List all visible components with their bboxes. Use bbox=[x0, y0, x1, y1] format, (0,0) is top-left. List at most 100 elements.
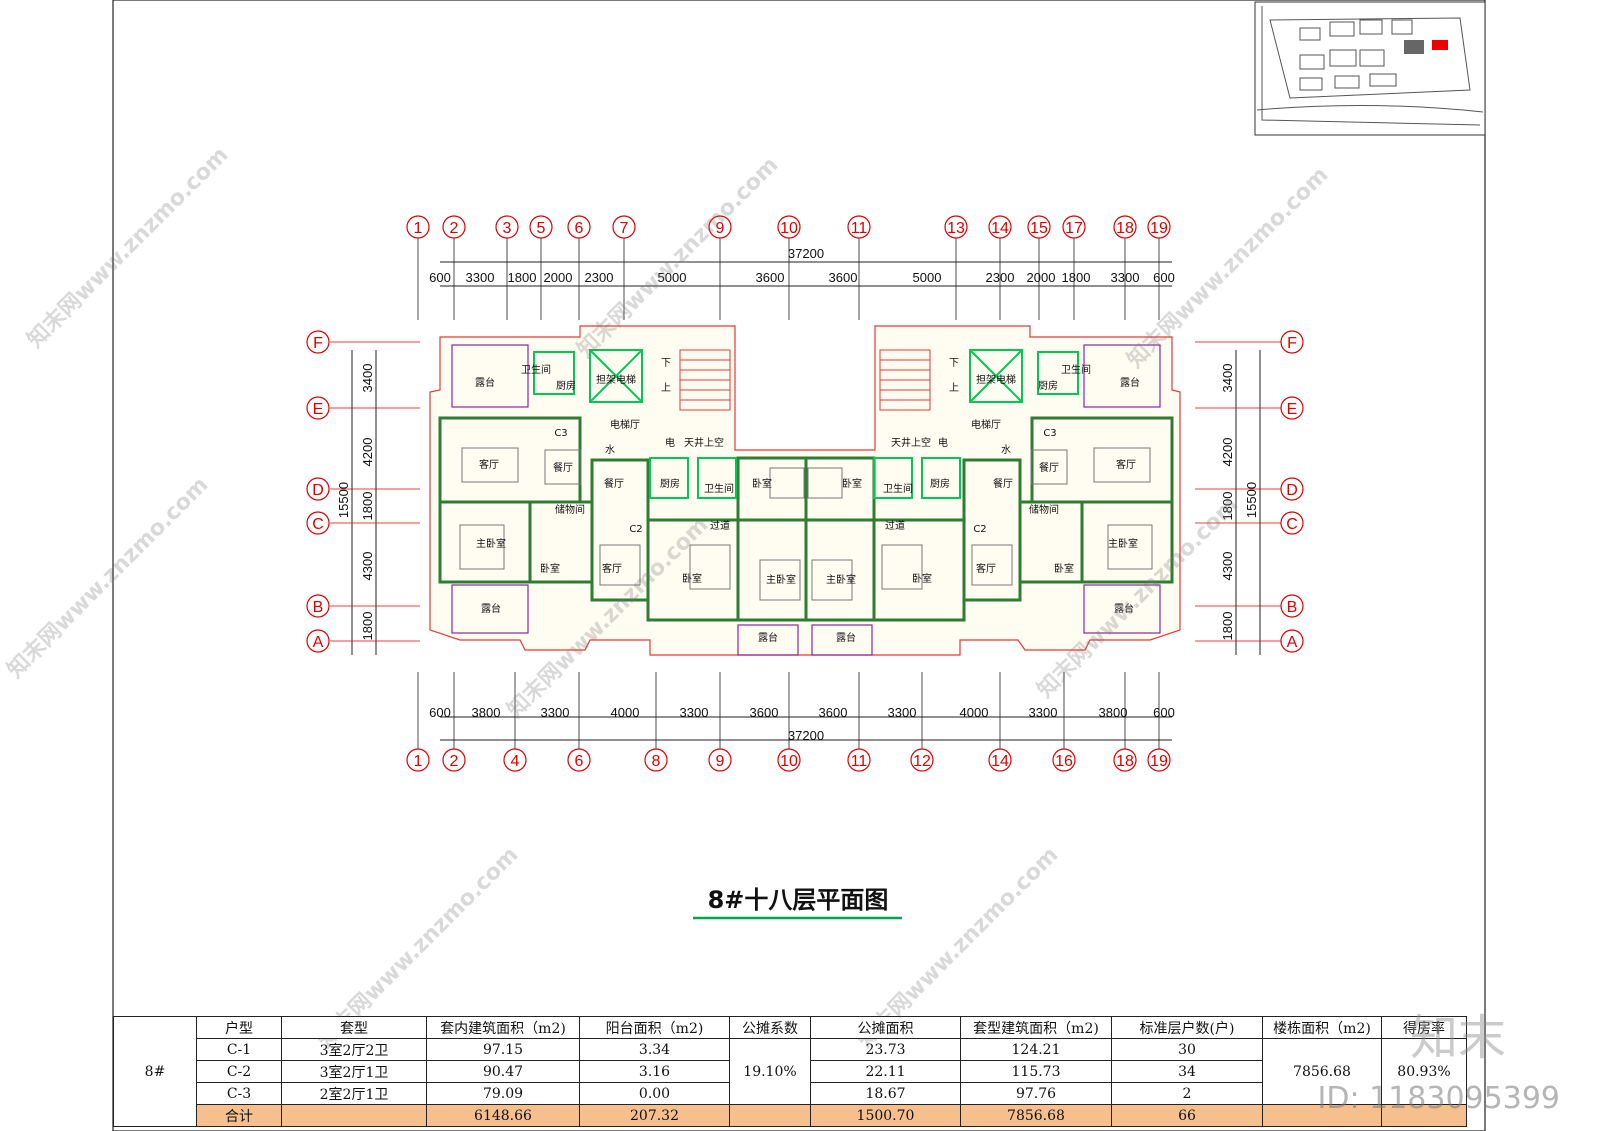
room-master-2: 主卧室 bbox=[1108, 537, 1138, 550]
top-dimension-value: 2300 bbox=[585, 270, 614, 285]
cell-building-area: 7856.68 bbox=[1262, 1038, 1382, 1105]
axis-bubble-bottom bbox=[910, 748, 934, 772]
top-dimension-value: 3300 bbox=[466, 270, 495, 285]
room-balcony-s1: 露台 bbox=[758, 631, 778, 644]
axis-bubble-top bbox=[495, 215, 519, 239]
bottom-dimension-value: 600 bbox=[1153, 705, 1175, 720]
unit-tag-c2-right: C2 bbox=[973, 524, 986, 535]
room-bedroom-5: 卧室 bbox=[752, 477, 772, 490]
cell-share: 22.11 bbox=[810, 1060, 961, 1083]
axis-label-row: F bbox=[313, 335, 323, 352]
side-dimension-value: 4300 bbox=[360, 552, 375, 581]
sheet-frame bbox=[112, 0, 1486, 1131]
axis-label-bottom: 10 bbox=[780, 753, 798, 770]
axis-bubble-bottom bbox=[567, 748, 591, 772]
axis-bubble-top bbox=[1147, 215, 1171, 239]
axis-label-row: A bbox=[1287, 634, 1298, 651]
room-bedroom-4: 卧室 bbox=[912, 572, 932, 585]
axis-bubble-bottom bbox=[406, 748, 430, 772]
stair-down-2: 下 bbox=[949, 358, 959, 369]
header-type: 户型 bbox=[196, 1016, 282, 1039]
cell-share: 23.73 bbox=[810, 1038, 961, 1061]
room-balcony-se: 露台 bbox=[1114, 602, 1134, 615]
axis-bubble-top bbox=[1027, 215, 1051, 239]
axis-bubble-row bbox=[1280, 511, 1304, 535]
area-summary-table: 8# 户型 套型 套内建筑面积（m2) 阳台面积（m2) 公摊系数 公摊面积 套… bbox=[113, 1016, 1467, 1127]
key-plan bbox=[1254, 1, 1486, 136]
axis-bubble-top bbox=[529, 215, 553, 239]
axis-bubble-row bbox=[306, 511, 330, 535]
axis-label-bottom: 14 bbox=[991, 753, 1009, 770]
bottom-dimension-value: 3800 bbox=[1099, 705, 1128, 720]
axis-bubble-bottom bbox=[988, 748, 1012, 772]
room-atrium-1: 天井上空 bbox=[684, 436, 724, 449]
room-elec-1: 电 bbox=[665, 436, 675, 449]
room-stretcher-lift-1: 担架电梯 bbox=[596, 373, 636, 386]
axis-bubble-row bbox=[1280, 594, 1304, 618]
cell-layout: 3室2厅2卫 bbox=[281, 1038, 427, 1061]
room-bedroom-3: 卧室 bbox=[682, 572, 702, 585]
axis-label-top: 2 bbox=[450, 220, 459, 237]
room-bath-1: 卫生间 bbox=[521, 363, 551, 376]
room-water-1: 水 bbox=[605, 444, 615, 456]
axis-label-top: 14 bbox=[991, 220, 1009, 237]
cell-sum-area-empty bbox=[1262, 1104, 1382, 1127]
side-dimension-value: 3400 bbox=[1220, 364, 1235, 393]
header-layout: 套型 bbox=[281, 1016, 427, 1039]
cell-units: 34 bbox=[1111, 1060, 1263, 1083]
building-number: 8# bbox=[113, 1016, 197, 1127]
cell-inner: 79.09 bbox=[426, 1082, 580, 1105]
room-dining-1: 餐厅 bbox=[553, 461, 573, 474]
cell-type: C-1 bbox=[196, 1038, 282, 1061]
axis-bubble-top bbox=[1113, 215, 1137, 239]
axis-bubble-top bbox=[708, 215, 732, 239]
axis-bubble-row bbox=[1280, 477, 1304, 501]
header-ratio: 得房率 bbox=[1381, 1016, 1467, 1039]
room-atrium-2: 天井上空 bbox=[891, 436, 931, 449]
cell-balcony: 0.00 bbox=[579, 1082, 730, 1105]
axis-bubble-row bbox=[306, 396, 330, 420]
drawing-title: 8#十八层平面图 bbox=[708, 886, 889, 914]
dimension-lines bbox=[351, 261, 1261, 741]
top-dimension-value: 3600 bbox=[756, 270, 785, 285]
room-corridor-2: 过道 bbox=[885, 519, 905, 532]
axis-label-top: 1 bbox=[414, 220, 423, 237]
room-kitchen-3: 厨房 bbox=[660, 477, 680, 490]
table-header-row: 8# 户型 套型 套内建筑面积（m2) 阳台面积（m2) 公摊系数 公摊面积 套… bbox=[113, 1016, 1467, 1127]
axis-label-top: 19 bbox=[1150, 220, 1168, 237]
axis-label-bottom: 9 bbox=[716, 753, 725, 770]
cell-type: C-3 bbox=[196, 1082, 282, 1105]
axis-bubble-top bbox=[612, 215, 636, 239]
room-storage-1: 储物间 bbox=[555, 503, 585, 516]
stair-up-1: 上 bbox=[661, 382, 671, 394]
room-master-4: 主卧室 bbox=[826, 573, 856, 586]
axis-label-top: 17 bbox=[1065, 220, 1083, 237]
top-dimension-value: 3300 bbox=[1111, 270, 1140, 285]
axis-bubble-bottom bbox=[1052, 748, 1076, 772]
cell-units: 30 bbox=[1111, 1038, 1263, 1061]
axis-label-bottom: 6 bbox=[575, 753, 584, 770]
room-lift-hall-1: 电梯厅 bbox=[610, 418, 640, 431]
top-dimension-value: 600 bbox=[1153, 270, 1175, 285]
cell-sum-label: 合计 bbox=[196, 1104, 282, 1127]
bottom-dimension-value: 3600 bbox=[819, 705, 848, 720]
room-bath-2: 卫生间 bbox=[1061, 363, 1091, 376]
bottom-dimension-value: 3800 bbox=[472, 705, 501, 720]
room-elec-2: 电 bbox=[938, 436, 948, 449]
cell-sum-ratio-empty bbox=[1381, 1104, 1467, 1127]
axis-label-row: D bbox=[1286, 482, 1298, 499]
room-balcony-sw: 露台 bbox=[481, 602, 501, 615]
cell-inner: 97.15 bbox=[426, 1038, 580, 1061]
axis-label-bottom: 12 bbox=[913, 753, 931, 770]
room-balcony-nw: 露台 bbox=[475, 376, 495, 389]
cell-total: 115.73 bbox=[960, 1060, 1112, 1083]
cell-sum-empty bbox=[281, 1104, 427, 1127]
axis-label-row: E bbox=[1287, 401, 1298, 418]
axis-bubble-top bbox=[1062, 215, 1086, 239]
top-dimension-value: 2000 bbox=[544, 270, 573, 285]
axis-label-row: A bbox=[313, 634, 324, 651]
axis-label-top: 18 bbox=[1116, 220, 1134, 237]
